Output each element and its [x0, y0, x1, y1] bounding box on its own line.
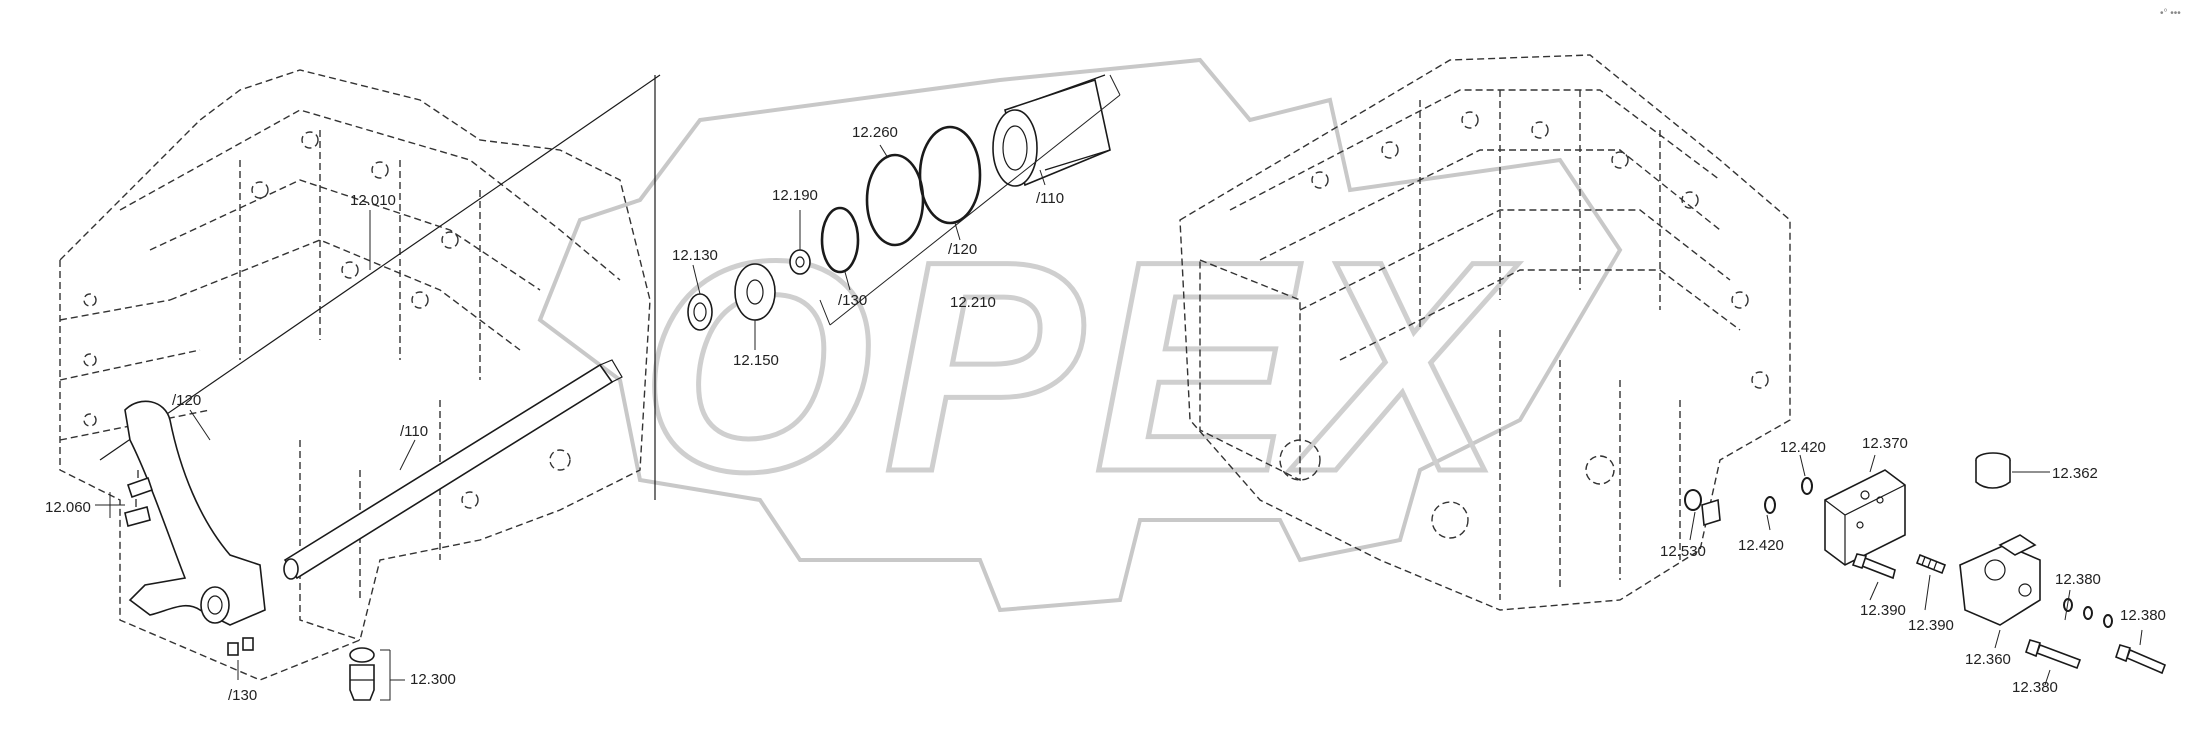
- label-12300: 12.300: [410, 671, 456, 688]
- valve-12360: [1959, 534, 2041, 626]
- label-120-left: /120: [172, 392, 201, 409]
- label-12360: 12.360: [1965, 651, 2011, 668]
- label-130-left: /130: [228, 687, 257, 704]
- label-12390-b: 12.390: [1908, 617, 1954, 634]
- gear-12150: [734, 263, 776, 321]
- label-12190: 12.190: [772, 187, 818, 204]
- oring-12420-bot: [1764, 496, 1776, 514]
- screw-12380-lower: [2025, 639, 2082, 670]
- label-12150: 12.150: [733, 352, 779, 369]
- ring-120: [918, 125, 982, 225]
- label-12530: 12.530: [1660, 543, 1706, 560]
- fork-screws: [227, 637, 254, 656]
- label-12380-b: 12.380: [2120, 607, 2166, 624]
- shift-fork: [124, 400, 266, 626]
- washers-12380-upper: [2063, 598, 2113, 628]
- group-bracket-12210: [819, 74, 1121, 326]
- valve-block-12370: [1824, 469, 1906, 566]
- label-12390-a: 12.390: [1860, 602, 1906, 619]
- watermark-text: OPEX: [640, 198, 1519, 534]
- screw-12390-b: [1915, 553, 1947, 575]
- plug-12300: [349, 647, 375, 701]
- label-12010: 12.010: [350, 192, 396, 209]
- label-12060: 12.060: [45, 499, 91, 516]
- screw-12390-a: [1851, 553, 1896, 580]
- watermark-logo: OPEX: [537, 57, 1623, 613]
- label-12210: 12.210: [950, 294, 996, 311]
- oring-12420-top: [1801, 477, 1813, 495]
- label-12362: 12.362: [2052, 465, 2098, 482]
- label-12420-top: 12.420: [1780, 439, 1826, 456]
- screw-12380-right: [2115, 644, 2167, 675]
- ring-130: [820, 206, 860, 274]
- nut-12190: [789, 249, 811, 275]
- label-12260: 12.260: [852, 124, 898, 141]
- label-12370: 12.370: [1862, 435, 1908, 452]
- piston-110: [992, 74, 1111, 187]
- cap-12362: [1975, 452, 2011, 489]
- label-110-mid: /110: [1036, 190, 1064, 207]
- label-12380-a: 12.380: [2055, 571, 2101, 588]
- label-110-left: /110: [400, 423, 428, 440]
- label-12130: 12.130: [672, 247, 718, 264]
- label-12380-c: 12.380: [2012, 679, 2058, 696]
- label-12420-bot: 12.420: [1738, 537, 1784, 554]
- shift-rod: [283, 359, 623, 580]
- label-130-mid: /130: [838, 292, 867, 309]
- plug-12530: [1684, 489, 1721, 527]
- label-120-mid: /120: [948, 241, 977, 258]
- leader-lines: [95, 144, 2143, 701]
- fork-pads: [124, 470, 154, 527]
- corner-mark: •° •••: [2160, 8, 2181, 19]
- bearing-12130: [687, 293, 713, 331]
